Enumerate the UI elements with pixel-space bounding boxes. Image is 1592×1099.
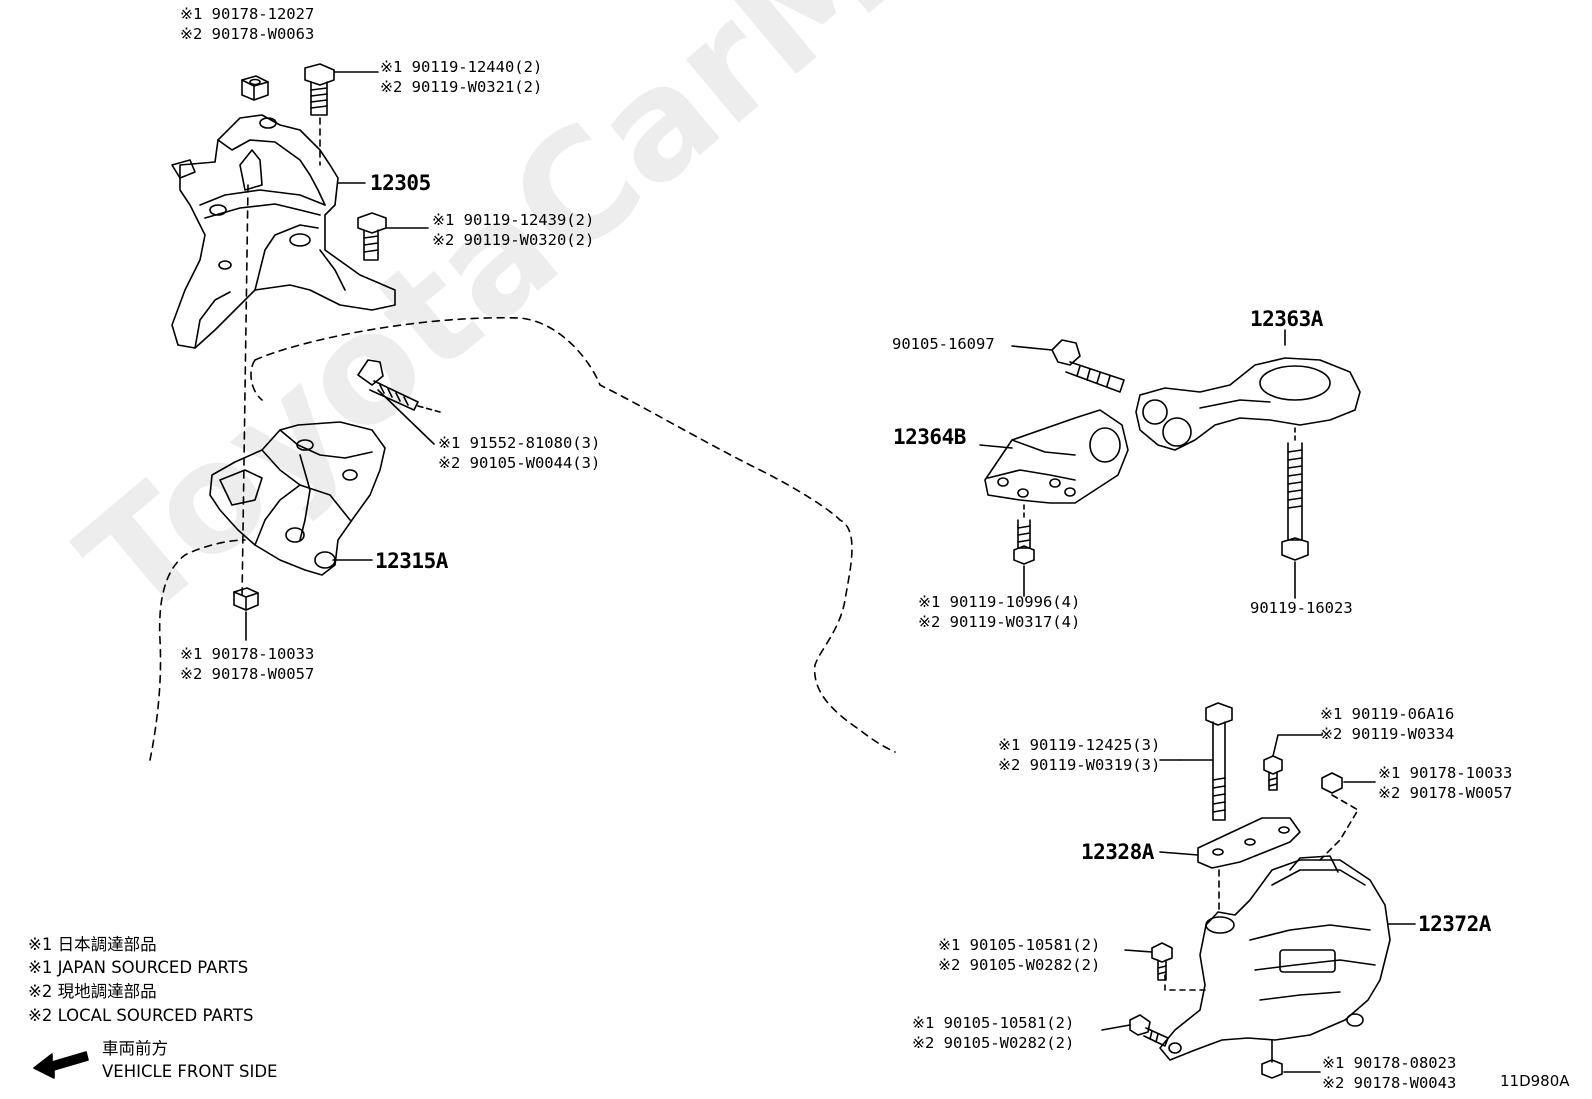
callout-bolt-10581-b-2[interactable]: ※2 90105-W0282(2) <box>912 1034 1075 1052</box>
part-12315A[interactable]: 12315A <box>375 549 448 573</box>
front-label-en: VEHICLE FRONT SIDE <box>102 1062 278 1081</box>
bolt-10581-a-icon <box>1124 942 1173 981</box>
callout-bolt-top-2[interactable]: ※2 90119-W0321(2) <box>380 78 543 96</box>
engine-outline <box>149 316 896 761</box>
callout-nut-top-1[interactable]: ※1 90178-12027 <box>180 5 315 23</box>
bracket-12364B-icon <box>979 409 1129 504</box>
part-12363A[interactable]: 12363A <box>1250 307 1323 331</box>
bolt-10996-icon <box>1013 504 1035 597</box>
part-12328A[interactable]: 12328A <box>1081 840 1154 864</box>
nut-top-icon <box>241 75 269 101</box>
nut-08023-icon <box>1261 1059 1321 1079</box>
callout-bolt-16023[interactable]: 90119-16023 <box>1250 599 1353 617</box>
bolt-mid-icon <box>357 212 429 261</box>
mount-12372A-icon <box>1159 855 1416 1063</box>
callout-bolt-top-1[interactable]: ※1 90119-12440(2) <box>380 58 543 76</box>
callout-bolt-06A16-1[interactable]: ※1 90119-06A16 <box>1320 705 1455 723</box>
callout-nut-bottom-1[interactable]: ※1 90178-10033 <box>180 645 315 663</box>
rod-12363A-icon <box>1135 329 1361 451</box>
plate-12328A-icon <box>1159 817 1301 869</box>
callout-nut-top-2[interactable]: ※2 90178-W0063 <box>180 25 315 43</box>
callout-bolt-mid-2[interactable]: ※2 90119-W0320(2) <box>432 231 595 249</box>
bolt-long-icon <box>357 359 441 445</box>
part-12372A[interactable]: 12372A <box>1418 912 1491 936</box>
legend-line-2: ※1 JAPAN SOURCED PARTS <box>28 958 249 977</box>
nut-lh-icon <box>1319 772 1376 861</box>
part-12364B[interactable]: 12364B <box>893 425 966 449</box>
callout-nut-lh-2[interactable]: ※2 90178-W0057 <box>1378 784 1513 802</box>
legend-line-4: ※2 LOCAL SOURCED PARTS <box>28 1006 254 1025</box>
callout-bolt-10581-a-1[interactable]: ※1 90105-10581(2) <box>938 936 1101 954</box>
figure-code: 11D980A <box>1500 1072 1570 1090</box>
bolt-top-icon <box>304 63 379 116</box>
callout-bolt-16097[interactable]: 90105-16097 <box>892 335 995 353</box>
bolt-10581-b-icon <box>1101 1014 1169 1047</box>
callout-bolt-10996-1[interactable]: ※1 90119-10996(4) <box>918 593 1081 611</box>
callout-bolt-10581-a-2[interactable]: ※2 90105-W0282(2) <box>938 956 1101 974</box>
callout-bolt-long-1[interactable]: ※1 91552-81080(3) <box>438 434 601 452</box>
bolt-06A16-icon <box>1263 734 1323 791</box>
callout-nut-lh-1[interactable]: ※1 90178-10033 <box>1378 764 1513 782</box>
callout-bolt-06A16-2[interactable]: ※2 90119-W0334 <box>1320 725 1455 743</box>
callout-bolt-12425-1[interactable]: ※1 90119-12425(3) <box>998 736 1161 754</box>
legend-line-3: ※2 現地調達部品 <box>28 982 157 1001</box>
nut-bottom-icon <box>233 587 259 641</box>
bolt-16097-icon <box>1011 339 1125 393</box>
bracket-12315A-icon <box>209 421 386 576</box>
callout-bolt-long-2[interactable]: ※2 90105-W0044(3) <box>438 454 601 472</box>
callout-bolt-10996-2[interactable]: ※2 90119-W0317(4) <box>918 613 1081 631</box>
front-arrow-icon <box>33 1051 89 1079</box>
front-label-jp: 車両前方 <box>102 1039 168 1058</box>
callout-bolt-mid-1[interactable]: ※1 90119-12439(2) <box>432 211 595 229</box>
callout-nut-bottom-2[interactable]: ※2 90178-W0057 <box>180 665 315 683</box>
part-12305[interactable]: 12305 <box>370 171 431 195</box>
mount-axis <box>241 184 249 601</box>
bolt-rod-icon <box>1281 427 1309 599</box>
callout-bolt-10581-b-1[interactable]: ※1 90105-10581(2) <box>912 1014 1075 1032</box>
callout-nut-08023-2[interactable]: ※2 90178-W0043 <box>1322 1074 1457 1092</box>
bracket-12305-icon <box>171 114 396 349</box>
callout-bolt-12425-2[interactable]: ※2 90119-W0319(3) <box>998 756 1161 774</box>
callout-nut-08023-1[interactable]: ※1 90178-08023 <box>1322 1054 1457 1072</box>
bolt-12425-icon <box>1179 702 1233 821</box>
legend-line-1: ※1 日本調達部品 <box>28 935 157 954</box>
